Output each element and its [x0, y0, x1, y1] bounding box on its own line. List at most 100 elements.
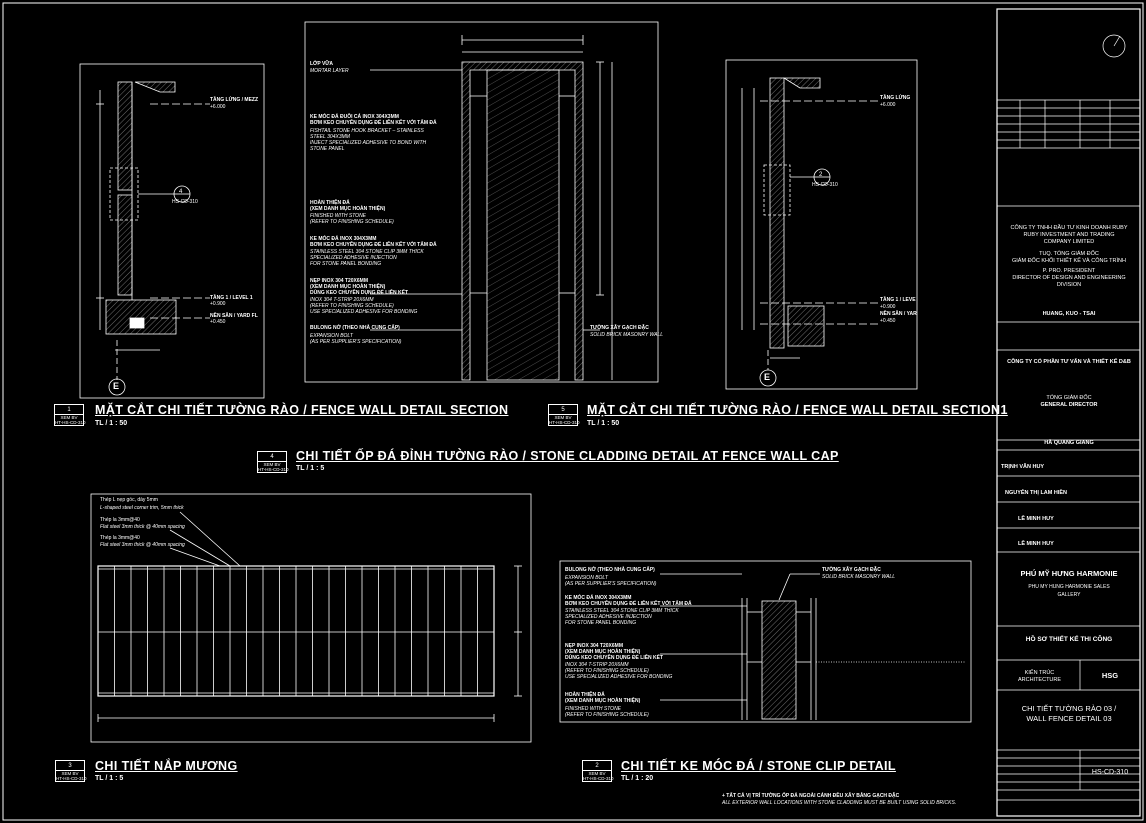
sec5-grid-label: E: [764, 372, 771, 382]
section-1-drawing: [79, 63, 265, 399]
cap-note-7-en: SOLID BRICK MASONRY WALL: [590, 332, 663, 338]
d4-mark: 4 XEM BV HT-HS-CD-310: [257, 451, 289, 473]
sec1-grid-label: E: [113, 381, 120, 391]
sec5-yard-value: +0.450: [880, 318, 896, 324]
tb-project-sub: PHU MY HUNG HARMONIE SALES GALLERY: [1028, 584, 1110, 598]
drain-note-2-en: Flat steel 3mm thick @ 40mm spacing: [100, 524, 185, 530]
footnote-en: ALL EXTERIOR WALL LOCATIONS WITH STONE C…: [722, 800, 957, 806]
tb-project: PHÚ MỸ HƯNG HARMONIE: [1020, 569, 1118, 578]
cap-note-4-en: STAINLESS STEEL 304 STONE CLIP 3MM THICK…: [310, 249, 424, 267]
d3-mark: 3 XEM BV HT-HS-CD-310: [55, 760, 87, 782]
d1-mark: 1 XEM BV HT-HS-CD-310: [54, 404, 86, 426]
d5-ref: XEM BV HT-HS-CD-310: [548, 415, 580, 426]
section-5-drawing: [725, 59, 918, 390]
tb-director-vi: TỔNG GIÁM ĐỐC: [1046, 395, 1092, 401]
sec1-level-top: TẦNG LỬNG / MEZZ: [210, 97, 259, 103]
d1-ref: XEM BV HT-HS-CD-310: [54, 415, 86, 426]
d4-number: 4: [257, 451, 287, 462]
clip-note-1-en: EXPANSION BOLT (AS PER SUPPLIER'S SPECIF…: [565, 575, 657, 587]
tb-director-name: HÀ QUANG GIANG: [1044, 440, 1094, 446]
sec5-level-top: TẦNG LỬNG: [880, 95, 911, 101]
sec5-bubble-ref: HS-CD-310: [812, 182, 838, 188]
tb-owner-role-en: P. PRO. PRESIDENT DIRECTOR OF DESIGN AND…: [1012, 268, 1126, 288]
d1-title: MẶT CẮT CHI TIẾT TƯỜNG RÀO / FENCE WALL …: [95, 403, 509, 417]
clip-note-2-vi: KE MÓC ĐÁ INOX 304X3MM BƠM KEO CHUYÊN DỤ…: [565, 595, 692, 607]
tb-stage: HỒ SƠ THIẾT KẾ THI CÔNG: [1025, 636, 1113, 643]
cap-note-2-en: FISHTAIL STONE HOOK BRACKET – STAINLESS …: [310, 128, 427, 152]
clip-note-2-en: STAINLESS STEEL 304 STONE CLIP 3MM THICK…: [565, 608, 679, 626]
d2-number: 2: [582, 760, 612, 771]
d4-scale: TL / 1 : 5: [296, 465, 325, 472]
cap-note-6-vi: BULONG NỞ (THEO NHÀ CUNG CẤP): [310, 325, 400, 331]
clip-note-4-vi: HOÀN THIỆN ĐÁ (XEM DANH MỤC HOÀN THIỆN): [565, 692, 641, 704]
sec1-level-top-value: +6.000: [210, 104, 226, 110]
d2-scale: TL / 1 : 20: [621, 775, 654, 782]
d2-ref: XEM BV HT-HS-CD-310: [582, 771, 614, 782]
tb-staff-1: TRỊNH VĂN HUY: [1001, 464, 1045, 470]
tb-code: HSG: [1101, 671, 1119, 680]
sec5-bubble-number: 2: [819, 172, 823, 178]
d2-mark: 2 XEM BV HT-HS-CD-310: [582, 760, 614, 782]
drain-note-3-en: Flat steel 3mm thick @ 40mm spacing: [100, 542, 185, 548]
sec1-level-1-value: +0.900: [210, 301, 226, 307]
d5-scale: TL / 1 : 50: [587, 420, 620, 427]
drain-cover-drawing: [90, 493, 532, 743]
sec5-level-1: TẦNG 1 / LEVE: [880, 297, 916, 303]
d4-title: CHI TIẾT ỐP ĐÁ ĐỈNH TƯỜNG RÀO / STONE CL…: [296, 449, 839, 463]
d1-scale: TL / 1 : 50: [95, 420, 128, 427]
sec1-level-1: TẦNG 1 / LEVEL 1: [210, 295, 253, 301]
cap-note-3-vi: HOÀN THIỆN ĐÁ (XEM DANH MỤC HOÀN THIỆN): [310, 200, 386, 212]
title-block-frame: [996, 8, 1141, 817]
tb-director-en: GENERAL DIRECTOR: [1040, 402, 1098, 408]
d3-ref: XEM BV HT-HS-CD-310: [55, 771, 87, 782]
cap-note-7-vi: TƯỜNG XÂY GẠCH ĐẶC: [590, 325, 649, 331]
cap-note-5-en: INOX 304 T-STRIP 20X6MM (REFER TO FINISH…: [310, 297, 418, 315]
drain-note-1-vi: Thép L nẹp góc, dày 5mm: [100, 497, 158, 503]
d2-title: CHI TIẾT KE MÓC ĐÁ / STONE CLIP DETAIL: [621, 759, 896, 773]
tb-consultant: CÔNG TY CỔ PHẦN TƯ VẤN VÀ THIẾT KẾ D&B: [1007, 359, 1131, 365]
d4-ref: XEM BV HT-HS-CD-310: [257, 462, 289, 473]
tb-staff-4: LÊ MINH HUY: [1018, 541, 1054, 547]
d5-title: MẶT CẮT CHI TIẾT TƯỜNG RÀO / FENCE WALL …: [587, 403, 1008, 417]
sec1-bubble-number: 4: [179, 189, 183, 195]
cap-note-1-en: MORTAR LAYER: [310, 68, 349, 74]
cap-note-4-vi: KE MÓC ĐÁ INOX 304X3MM BƠM KEO CHUYÊN DỤ…: [310, 236, 437, 248]
footnote-vi: + TẤT CẢ VỊ TRÍ TƯỜNG ỐP ĐÁ NGOÀI CÁNH Đ…: [722, 793, 900, 799]
sec5-level-1-value: +0.900: [880, 304, 896, 310]
stone-clip-drawing: [559, 560, 972, 723]
d3-scale: TL / 1 : 5: [95, 775, 124, 782]
sec1-yard: NỀN SÂN / YARD FL: [210, 313, 258, 319]
d3-title: CHI TIẾT NẮP MƯƠNG: [95, 759, 238, 773]
drain-note-2-vi: Thép la 3mm@40: [100, 517, 140, 523]
tb-owner-role-vi: TUQ. TỔNG GIÁM ĐỐC GIÁM ĐỐC KHỐI THIẾT K…: [1012, 251, 1126, 264]
tb-owner-signatory: HUANG, KUO - TSAI: [1042, 311, 1096, 317]
cap-note-3-en: FINISHED WITH STONE (REFER TO FINISHING …: [310, 213, 394, 225]
cap-note-5-vi: NẸP INOX 304 T20X6MM (XEM DANH MỤC HOÀN …: [310, 278, 409, 296]
drain-note-3-vi: Thép la 3mm@40: [100, 535, 140, 541]
sec5-level-top-value: +6.000: [880, 102, 896, 108]
clip-note-3-vi: NẸP INOX 304 T20X6MM (XEM DANH MỤC HOÀN …: [565, 643, 664, 661]
cap-note-6-en: EXPANSION BOLT (AS PER SUPPLIER'S SPECIF…: [310, 333, 402, 345]
tb-discipline: KIẾN TRÚC ARCHITECTURE: [1017, 670, 1062, 684]
d1-number: 1: [54, 404, 84, 415]
clip-note-4-en: FINISHED WITH STONE (REFER TO FINISHING …: [565, 706, 649, 718]
tb-staff-2: NGUYỄN THỊ LAM HIỀN: [1005, 490, 1068, 496]
clip-note-5-vi: TƯỜNG XÂY GẠCH ĐẶC: [822, 567, 881, 573]
d5-number: 5: [548, 404, 578, 415]
cap-note-1-vi: LỚP VỮA: [310, 61, 334, 67]
d3-number: 3: [55, 760, 85, 771]
drain-note-1-en: L-shaped steel corner trim, 5mm thick: [100, 505, 184, 511]
clip-note-5-en: SOLID BRICK MASONRY WALL: [822, 574, 895, 580]
tb-sheet-number: HS-CD-310: [1091, 769, 1129, 776]
title-block-lines: [997, 34, 1140, 801]
sec5-yard: NỀN SÂN / YAR: [880, 311, 917, 317]
tb-sheet-title: CHI TIẾT TƯỜNG RÀO 03 / WALL FENCE DETAI…: [1021, 704, 1117, 723]
clip-note-3-en: INOX 304 T-STRIP 20X6MM (REFER TO FINISH…: [565, 662, 673, 680]
clip-note-1-vi: BULONG NỞ (THEO NHÀ CUNG CẤP): [565, 567, 655, 573]
sec1-yard-value: +0.450: [210, 319, 226, 325]
tb-staff-3: LÊ MINH HUY: [1018, 516, 1054, 522]
d5-mark: 5 XEM BV HT-HS-CD-310: [548, 404, 580, 426]
tb-owner: CÔNG TY TNHH ĐẦU TƯ KINH DOANH RUBY RUBY…: [1010, 225, 1128, 245]
